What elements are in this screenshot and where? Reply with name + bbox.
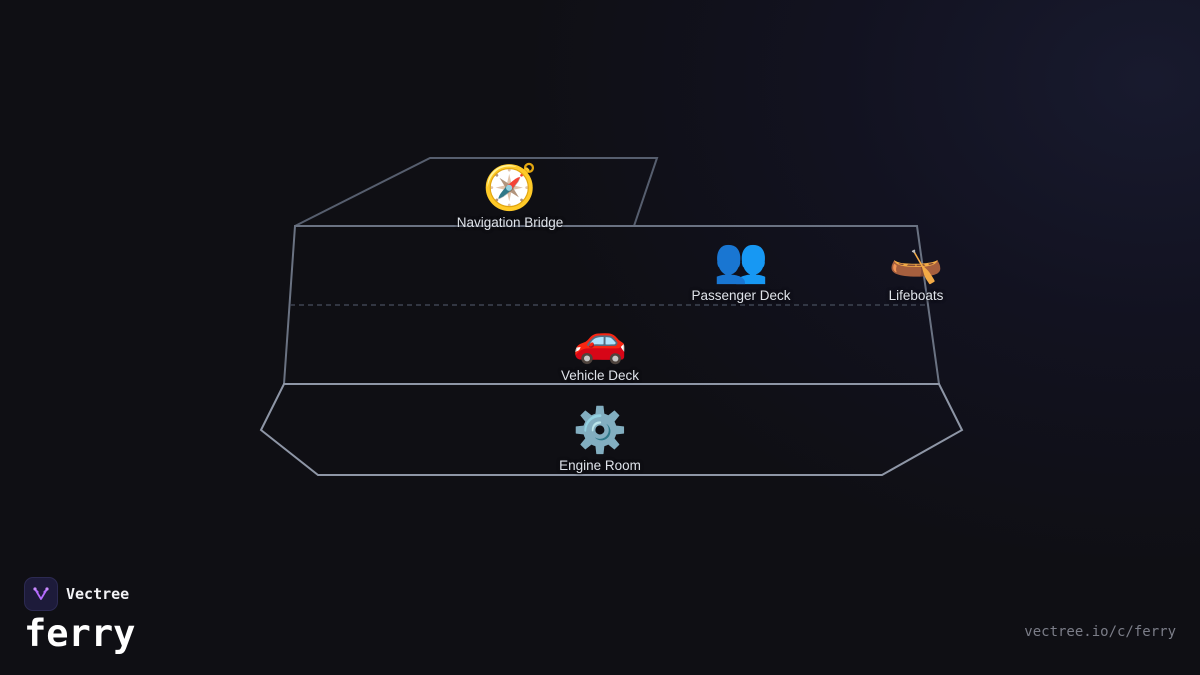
section-label: Vehicle Deck [560, 368, 640, 383]
section-passenger-deck: 👥 Passenger Deck [691, 235, 791, 304]
section-label: Lifeboats [888, 288, 944, 303]
brand-row: Vectree [24, 577, 135, 611]
section-lifeboats: 🛶 Lifeboats [888, 235, 944, 304]
gear-icon: ⚙️ [572, 405, 628, 456]
page-title: ferry [24, 612, 136, 655]
section-engine-room: ⚙️ Engine Room [559, 405, 641, 474]
footer-url: vectree.io/c/ferry [1024, 624, 1176, 640]
section-label: Navigation Bridge [456, 215, 564, 230]
compass-icon: 🧭 [482, 162, 538, 213]
people-icon: 👥 [713, 235, 769, 286]
section-navigation-bridge: 🧭 Navigation Bridge [456, 162, 564, 231]
section-label: Passenger Deck [691, 288, 791, 303]
vectree-logo-icon [24, 577, 58, 611]
section-label: Engine Room [559, 458, 641, 473]
brand-block: Vectree ferry [24, 577, 135, 656]
brand-name: Vectree [66, 585, 130, 603]
section-vehicle-deck: 🚗 Vehicle Deck [560, 315, 640, 384]
lower-hull-outline [259, 383, 964, 476]
car-icon: 🚗 [572, 315, 628, 366]
canoe-icon: 🛶 [888, 235, 944, 286]
